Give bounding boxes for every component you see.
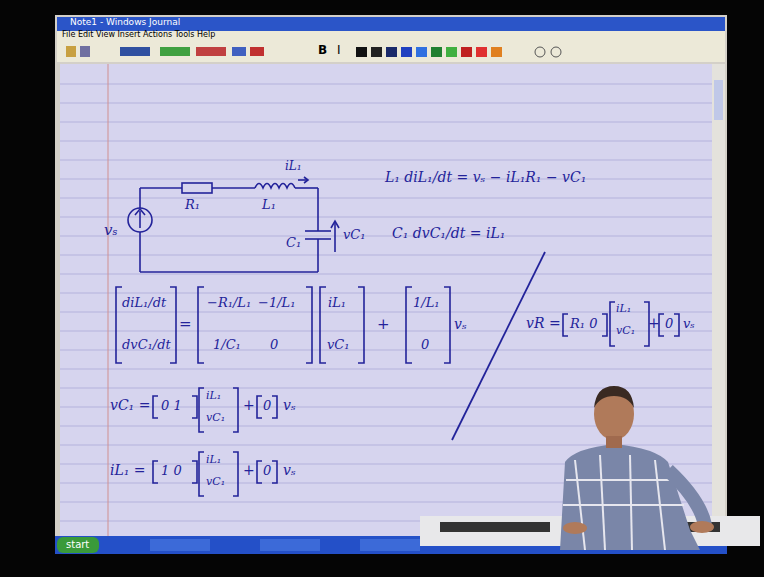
divider-stroke xyxy=(452,252,545,440)
operator: + xyxy=(377,316,390,333)
matrix-entry: iL₁ xyxy=(206,390,221,402)
operator: + xyxy=(648,316,660,331)
signal-name: iL₁ xyxy=(285,160,302,173)
signal-name: vₛ xyxy=(104,222,118,239)
signal-name: vₛ xyxy=(283,398,296,413)
matrix-entry: 0 xyxy=(421,338,429,352)
task-button xyxy=(260,539,320,551)
part-name: C₁ xyxy=(286,236,301,250)
start-label: start xyxy=(66,539,89,550)
matrix-entry: iL₁ xyxy=(616,303,631,315)
menu-bar-text: File Edit View Insert Actions Tools Help xyxy=(62,31,215,40)
operator: + xyxy=(243,398,255,413)
start-button xyxy=(57,537,99,553)
matrix-entry: 1/L₁ xyxy=(413,296,440,310)
matrix-entry: −R₁/L₁ xyxy=(207,296,251,310)
matrix-entry: 0 xyxy=(665,317,673,331)
matrix-entry: vC₁ xyxy=(616,325,635,337)
signal-name: vₛ xyxy=(283,463,296,478)
menu-bar xyxy=(57,31,725,42)
resistor-symbol xyxy=(182,183,212,193)
scrollbar xyxy=(712,64,725,536)
matrix-entry: 1 0 xyxy=(161,464,182,478)
state-equation: C₁ dvC₁/dt = iL₁ xyxy=(392,226,505,241)
signal-name: vC₁ xyxy=(343,228,366,242)
matrix-entry: vC₁ xyxy=(206,476,225,488)
matrix-entry: dvC₁/dt xyxy=(122,338,171,352)
matrix-entry: vC₁ xyxy=(206,412,225,424)
matrix-entry: iL₁ xyxy=(206,454,221,466)
toolbar-button: I xyxy=(337,44,341,57)
task-button xyxy=(150,539,210,551)
title-bar xyxy=(57,17,725,31)
output-equation: vR = xyxy=(526,316,561,331)
inductor-symbol xyxy=(255,184,295,189)
capacitor-plate xyxy=(305,230,331,232)
state-equation: L₁ diL₁/dt = vₛ − iL₁R₁ − vC₁ xyxy=(385,170,586,185)
matrix-entry: 0 xyxy=(263,399,271,413)
toolbar xyxy=(57,42,725,62)
matrix-entry: diL₁/dt xyxy=(122,296,166,310)
output-equation: iL₁ = xyxy=(110,463,146,478)
matrix-entry: 0 1 xyxy=(161,399,182,413)
part-name: L₁ xyxy=(262,198,276,212)
matrix-entry: 0 xyxy=(263,464,271,478)
scroll-thumb xyxy=(714,80,723,120)
toolbar-button: B xyxy=(318,44,327,57)
operator: = xyxy=(179,316,192,333)
matrix-entry: 1/C₁ xyxy=(213,338,241,352)
signal-name: vₛ xyxy=(454,317,467,332)
rlc-circuit xyxy=(128,177,339,272)
part-name: R₁ xyxy=(185,198,200,212)
matrix-entry: −1/L₁ xyxy=(258,296,295,310)
matrix-entry: vC₁ xyxy=(327,338,350,352)
toolbar-icons xyxy=(66,46,561,57)
matrix-entry: R₁ 0 xyxy=(570,317,597,331)
window-title: Note1 - Windows Journal xyxy=(70,18,180,28)
signal-name: vₛ xyxy=(683,317,695,331)
output-equation: vC₁ = xyxy=(110,398,150,413)
lecturer xyxy=(420,386,760,550)
matrix-entry: 0 xyxy=(270,338,278,352)
operator: + xyxy=(243,463,255,478)
voltage-source-symbol xyxy=(128,208,152,232)
matrix-entry: iL₁ xyxy=(328,296,346,310)
task-button xyxy=(360,539,420,551)
margin-line xyxy=(108,64,109,536)
